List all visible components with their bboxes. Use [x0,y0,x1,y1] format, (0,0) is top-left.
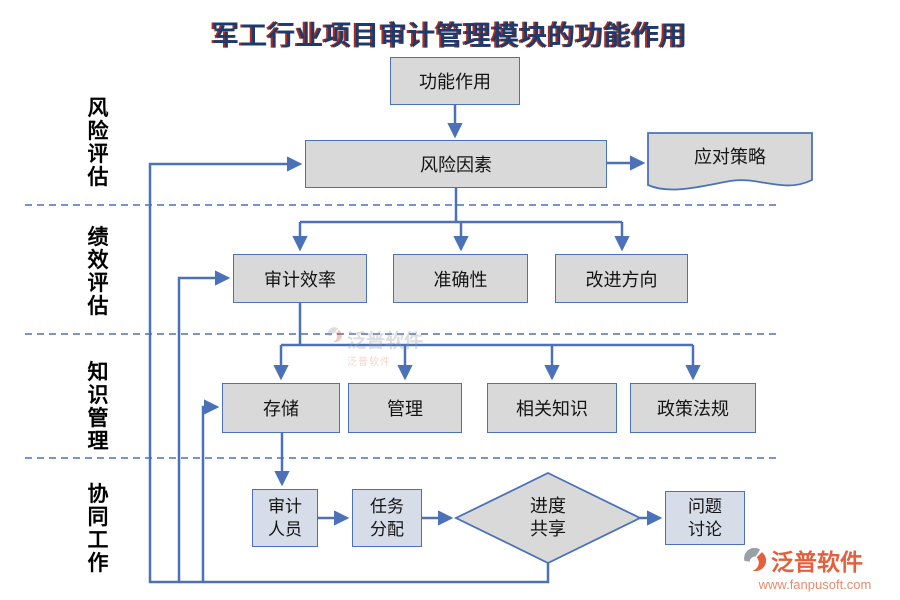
node-issue-discussion-line1: 问题 [688,497,722,516]
node-function-role: 功能作用 [390,57,520,105]
node-audit-efficiency-label: 审计效率 [264,269,336,290]
watermark-url-text: www.fanpusoft.com [758,577,872,592]
node-function-role-label: 功能作用 [419,72,491,92]
node-task-allocation-line2: 分配 [370,520,404,539]
node-risk-factors: 风险因素 [305,140,607,188]
node-related-knowledge-label: 相关知识 [516,399,588,419]
node-management-label: 管理 [387,399,423,419]
node-progress-sharing-shape [453,471,643,565]
node-improvement-direction-label: 改进方向 [585,269,658,290]
node-policies-regulations-label: 政策法规 [657,399,729,419]
node-accuracy: 准确性 [393,254,528,303]
node-issue-discussion: 问题 讨论 [665,491,745,545]
node-policies-regulations: 政策法规 [630,383,756,433]
node-response-strategy-shape [647,132,813,191]
node-response-strategy: 应对策略 [648,136,812,178]
node-storage-label: 存储 [263,399,299,419]
node-audit-personnel-line1: 审计 [268,497,302,516]
node-issue-discussion-line2: 讨论 [688,520,722,539]
diagram-title: 军工行业项目审计管理模块的功能作用 [212,21,688,51]
feedback-progress-to-efficiency [177,270,231,582]
node-accuracy-label: 准确性 [433,269,488,290]
node-response-strategy-label: 应对策略 [694,146,766,167]
node-storage: 存储 [222,383,340,433]
node-progress-sharing-line2: 共享 [530,519,566,539]
node-progress-sharing: 进度 共享 [508,494,588,542]
node-management: 管理 [348,383,462,433]
section-label-risk-assessment: 风险评估 [87,96,109,189]
node-task-allocation-line1: 任务 [370,497,404,516]
node-audit-personnel-line2: 人员 [268,520,302,539]
node-audit-efficiency: 审计效率 [233,254,367,303]
node-related-knowledge: 相关知识 [487,383,617,433]
node-progress-sharing-line1: 进度 [530,496,566,516]
node-task-allocation: 任务 分配 [352,489,422,547]
feedback-progress-to-storage [201,399,220,582]
section-label-performance-evaluation: 绩效评估 [87,225,109,318]
node-audit-personnel: 审计 人员 [252,489,318,547]
node-improvement-direction: 改进方向 [555,254,688,303]
section-label-knowledge-management: 知识管理 [87,360,109,453]
watermark-bottom-right: 泛普软件 www.fanpusoft.com [740,543,890,592]
watermark-brand-text: 泛普软件 [771,549,863,575]
section-label-collaborative-work: 协同工作 [87,482,109,575]
feedback-progress-to-risk [148,156,550,584]
node-risk-factors-label: 风险因素 [420,155,492,175]
fanpu-logo-icon [744,547,767,572]
